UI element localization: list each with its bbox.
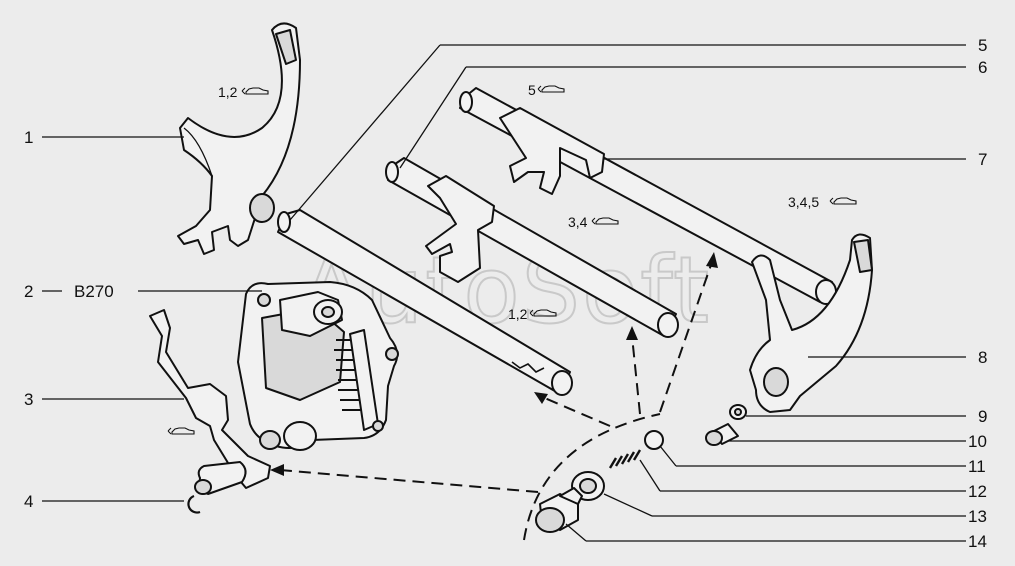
callout-13: 13	[968, 507, 987, 526]
callout-5: 5	[978, 36, 987, 55]
callout-11: 11	[968, 457, 986, 476]
callout-2-code: B270	[74, 282, 114, 301]
car-icon	[241, 87, 269, 95]
note-2: 5	[528, 82, 536, 98]
car-icon	[591, 217, 619, 225]
note-3: 3,4	[568, 214, 588, 230]
car-icon	[167, 427, 195, 435]
screw-10-icon	[705, 423, 739, 446]
note-4: 3,4,5	[788, 194, 819, 210]
callouts: 1 2 B270 3 4 5 6 7 8 9 10 11 12 13 14	[24, 36, 987, 551]
car-icon	[537, 85, 565, 93]
callout-4: 4	[24, 492, 33, 511]
shift-fork-8-icon	[749, 233, 873, 413]
callout-2: 2	[24, 282, 33, 301]
spring-12-icon	[608, 449, 642, 469]
ball-11-icon	[644, 430, 664, 450]
callout-6: 6	[978, 58, 987, 77]
applicability-notes: 1,2 5 3,4 3,4,5 1,2	[167, 82, 857, 435]
callout-3: 3	[24, 390, 33, 409]
selector-lever-3-icon	[149, 309, 271, 495]
washer-9-icon	[729, 404, 747, 420]
callout-8: 8	[978, 348, 987, 367]
callout-7: 7	[978, 150, 987, 169]
assembly-paths	[270, 252, 718, 541]
note-1: 1,2	[218, 84, 238, 100]
callout-12: 12	[968, 482, 987, 501]
callout-14: 14	[968, 532, 987, 551]
plug-14-icon	[535, 487, 583, 533]
car-icon	[829, 197, 857, 205]
callout-9: 9	[978, 407, 987, 426]
shift-rod-7-icon	[459, 87, 837, 305]
leader-lines	[42, 44, 966, 542]
selector-housing-2-icon	[237, 281, 399, 451]
shift-rod-6-icon	[385, 157, 679, 338]
note-5: 1,2	[508, 306, 528, 322]
shift-fork-1-icon	[177, 22, 301, 255]
callout-1: 1	[24, 128, 33, 147]
circlip-4-icon	[187, 494, 201, 514]
callout-10: 10	[968, 432, 987, 451]
